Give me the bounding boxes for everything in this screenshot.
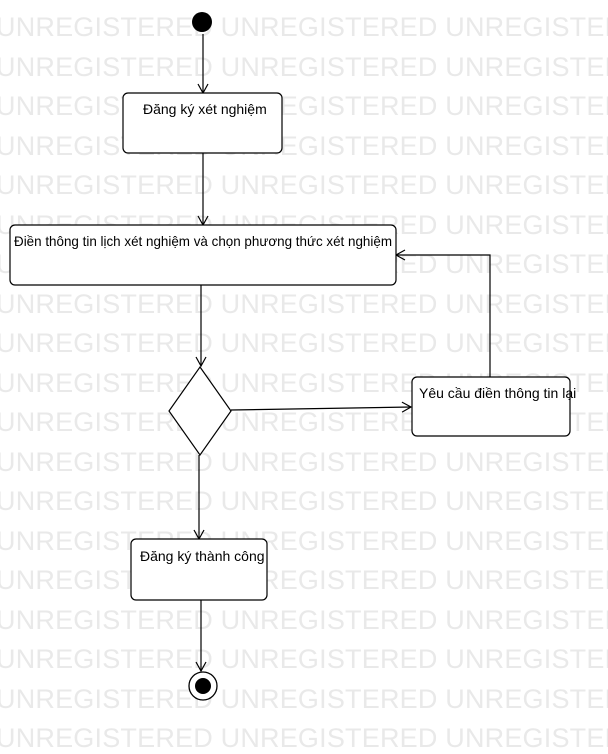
decision-node [168, 365, 232, 457]
action-register-test: Đăng ký xét nghiệm [122, 92, 283, 154]
action-request-refill-label: Yêu cầu điền thông tin lại [419, 385, 576, 401]
action-register-success: Đăng ký thành công [130, 538, 268, 601]
action-register-success-label: Đăng ký thành công [140, 548, 265, 564]
action-request-refill: Yêu cầu điền thông tin lại [411, 376, 576, 437]
action-register-test-label: Đăng ký xét nghiệm [143, 101, 267, 117]
action-fill-info-label: Điền thông tin lịch xét nghiệm và chọn p… [14, 233, 392, 249]
final-node [188, 671, 218, 701]
initial-node [192, 12, 212, 32]
action-fill-info: Điền thông tin lịch xét nghiệm và chọn p… [9, 224, 397, 286]
edge-request-refill-to-fill-info [394, 249, 491, 377]
edge-decision-to-request-refill [230, 401, 413, 413]
